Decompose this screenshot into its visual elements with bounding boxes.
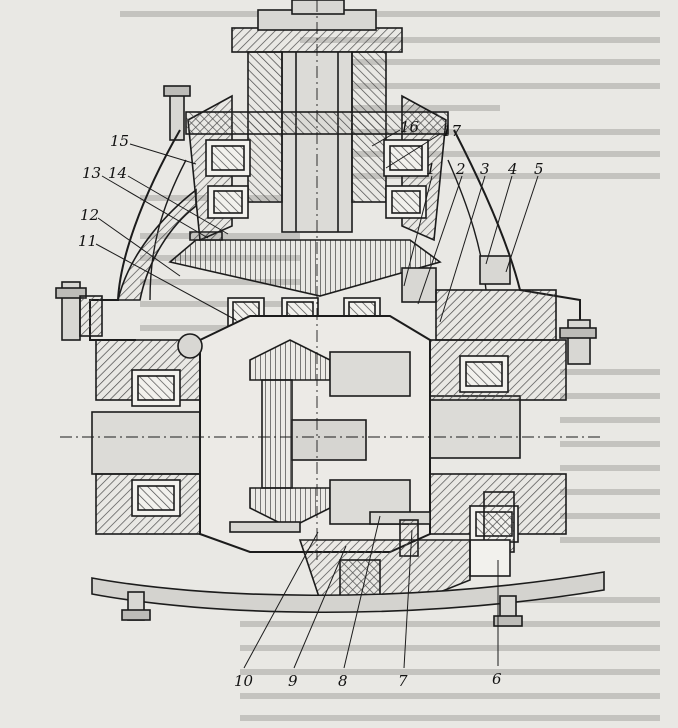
callout-13: 13 [82,164,101,182]
callout-16: 16 [400,118,420,136]
pinion-tapered-bearings [205,139,429,219]
callout-3: 3 [480,160,490,178]
callout-7: 7 [398,672,408,690]
callout-6: 6 [492,670,502,688]
callout-12: 12 [80,206,99,224]
callout-14: 14 [108,164,127,182]
differential-spider [261,379,293,489]
callout-9: 9 [288,672,298,690]
callout-leaders [95,129,539,669]
callout-11: 11 [78,232,97,250]
bevel-crown-gear [168,239,442,297]
callout-4: 4 [507,160,518,178]
callout-5: 5 [534,160,544,178]
callout-8: 8 [338,672,348,690]
mechanism [55,0,605,627]
callout-10: 10 [234,672,254,690]
callout-17: 17 [442,122,462,140]
callout-labels: 1 2 3 4 5 6 7 8 9 10 11 12 13 14 15 16 1… [78,118,544,690]
callout-2: 2 [455,160,466,178]
bottom-guard [91,571,605,614]
callout-15: 15 [110,132,129,150]
callout-1: 1 [426,160,436,178]
